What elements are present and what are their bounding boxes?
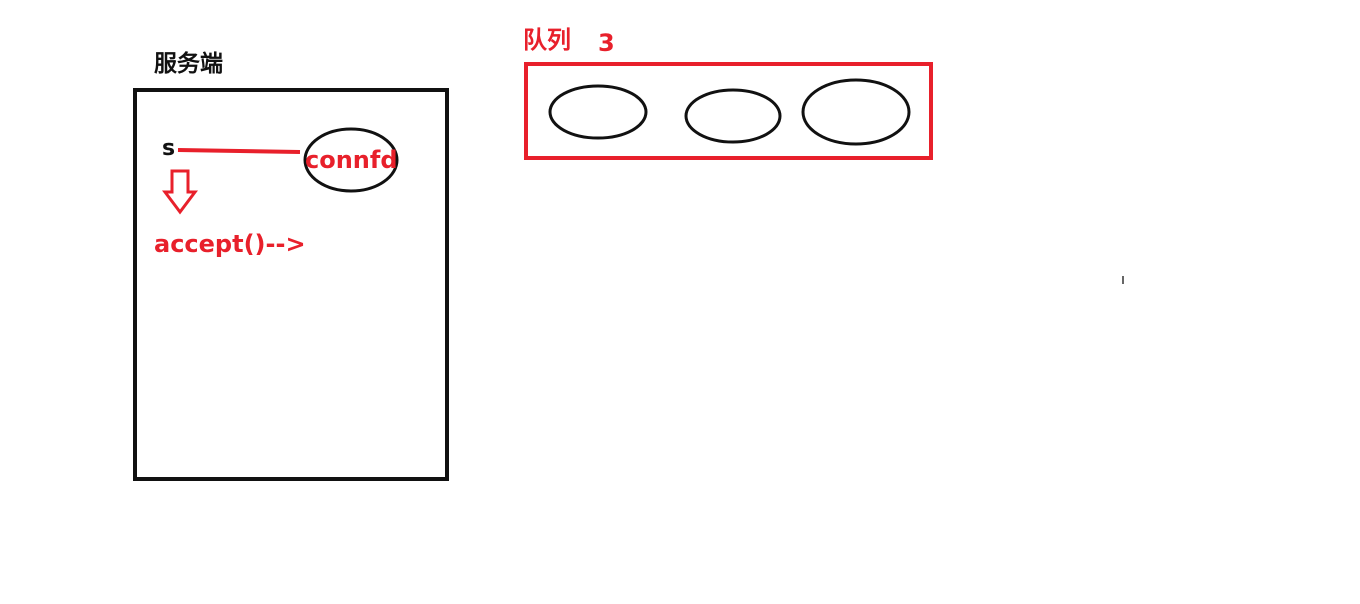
connfd-ellipse (303, 127, 399, 193)
queue-title: 队列 (523, 26, 571, 54)
queue-group: 队列 3 (523, 26, 933, 160)
connfd-label: connfd (305, 146, 398, 174)
server-title: 服务端 (154, 51, 223, 77)
queue-slot (684, 88, 782, 144)
server-box (133, 88, 449, 481)
server-group: 服务端 s connfd accept()--> (133, 51, 449, 481)
queue-slot (801, 78, 911, 146)
queue-slot (548, 84, 648, 140)
accept-call-label: accept()--> (154, 230, 306, 258)
hollow-down-arrow-icon (162, 169, 198, 215)
queue-capacity-label: 3 (598, 29, 615, 57)
socket-connection-line (177, 148, 301, 154)
queue-box (524, 62, 933, 160)
socket-label: s (162, 136, 175, 161)
